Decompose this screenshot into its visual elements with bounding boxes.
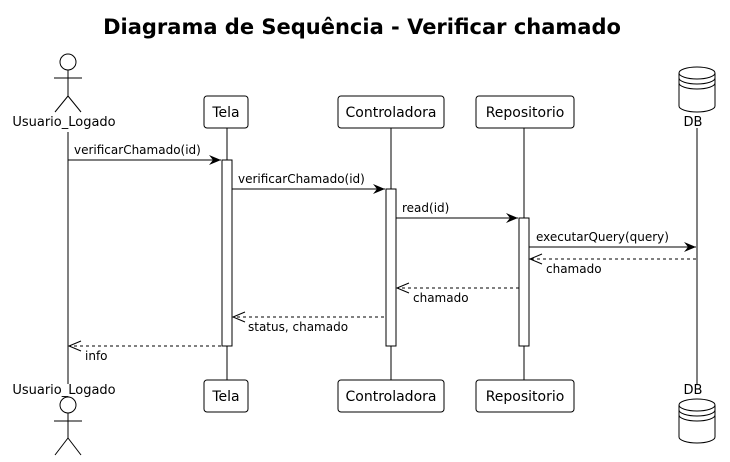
database-db-bottom: DB (678, 383, 716, 444)
message-label: verificarChamado(id) (74, 143, 201, 157)
participant-label: DB (684, 383, 703, 398)
participant-tela-bottom: Tela (203, 379, 249, 413)
message-3: read(id) (396, 201, 518, 223)
actor-usuario-logado-bottom: Usuario_Logado (12, 383, 116, 456)
database-icon (678, 398, 716, 444)
message-label: read(id) (402, 201, 449, 215)
diagram-title: Diagrama de Sequência - Verificar chamad… (103, 15, 621, 39)
message-7: status, chamado (231, 311, 384, 334)
message-label: executarQuery(query) (536, 230, 669, 244)
participant-tela-top: Tela (203, 95, 249, 129)
message-label: chamado (546, 262, 602, 276)
message-5: chamado (528, 253, 696, 276)
arrow-head-icon (67, 340, 82, 352)
message-label: verificarChamado(id) (238, 172, 365, 186)
arrow-head-icon (528, 253, 543, 265)
activation-controladora (385, 188, 397, 347)
activation-repositorio (518, 217, 530, 347)
message-1: verificarChamado(id) (68, 143, 221, 165)
participant-label: Controladora (346, 389, 437, 405)
participant-label: Usuario_Logado (12, 383, 115, 398)
database-db-top: DB (678, 66, 716, 130)
message-6: chamado (395, 282, 519, 305)
arrow-head-icon (684, 242, 696, 252)
participant-label: Usuario_Logado (12, 115, 115, 130)
message-label: status, chamado (248, 320, 348, 334)
message-4: executarQuery(query) (529, 230, 696, 252)
message-2: verificarChamado(id) (232, 172, 385, 194)
arrow-head-icon (506, 213, 518, 223)
participant-label: Tela (211, 105, 239, 121)
participant-label: Tela (211, 389, 239, 405)
participant-label: DB (684, 115, 703, 130)
participant-repositorio-top: Repositorio (475, 95, 575, 129)
message-label: chamado (413, 291, 469, 305)
arrow-head-icon (395, 282, 410, 294)
message-label: info (85, 349, 108, 363)
participant-controladora-top: Controladora (337, 95, 445, 129)
arrow-head-icon (231, 311, 246, 323)
actor-icon (54, 53, 82, 113)
database-icon (678, 66, 716, 113)
actor-usuario-logado-top: Usuario_Logado (12, 53, 116, 130)
arrow-head-icon (373, 184, 385, 194)
participant-label: Repositorio (486, 105, 565, 121)
participant-label: Repositorio (486, 389, 565, 405)
actor-icon (54, 396, 82, 456)
participant-label: Controladora (346, 105, 437, 121)
participant-controladora-bottom: Controladora (337, 379, 445, 413)
message-8: info (67, 340, 221, 363)
participant-repositorio-bottom: Repositorio (475, 379, 575, 413)
arrow-head-icon (209, 155, 221, 165)
activation-tela (221, 159, 233, 347)
